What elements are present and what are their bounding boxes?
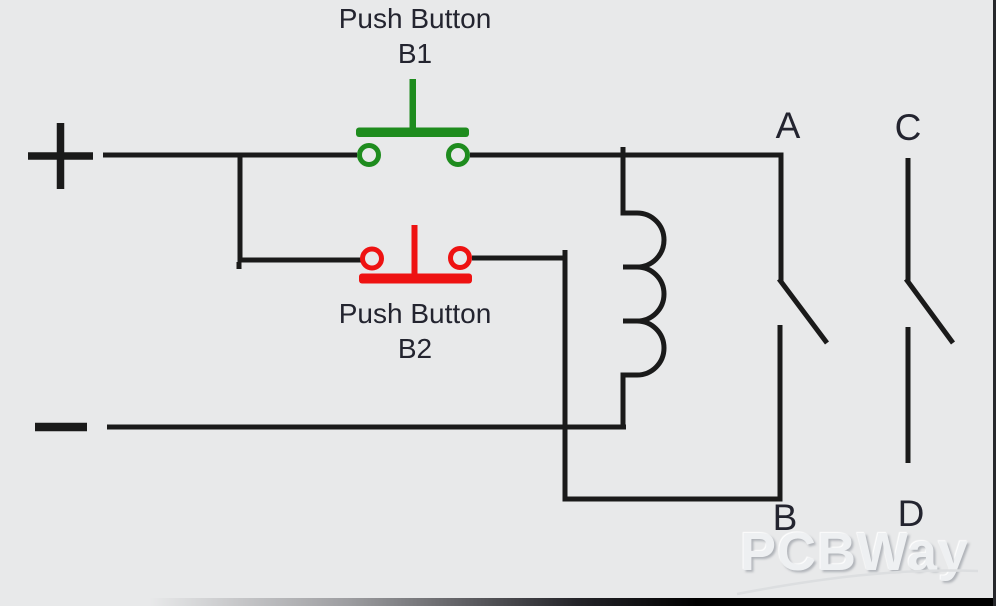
b1-label-text: Push Button [338,3,492,34]
wire-b1-to-contact-a [470,152,784,281]
wire-b2-to-contact-b [472,255,783,502]
contact-a-label: A [775,105,801,146]
wire-branch-to-b2 [237,155,361,263]
push-button-b1-symbol [356,79,470,167]
positive-terminal-icon [28,123,93,189]
push-button-b2-label: Push Button B2 [315,296,515,366]
wiring [28,123,956,502]
b2-contact-left [360,246,384,271]
b1-actuator-bar [356,127,469,137]
push-button-b2-symbol [359,225,472,284]
contact-cd-blade [903,277,956,345]
contact-ab-blade [777,277,829,345]
push-button-b1-label: Push Button B1 [315,1,515,71]
contact-b-label: B [772,497,798,538]
b2-label-text: Push Button [338,298,492,329]
b2-plunger-stem [411,225,418,274]
b2-designator: B2 [397,333,433,364]
contact-d-label: D [897,493,925,534]
contact-c-label: C [894,107,922,148]
junction-ticks [236,147,626,269]
relay-coil-symbol [620,152,667,427]
b2-actuator-bar [359,273,472,284]
bottom-edge-bar [0,598,996,606]
b1-contact-right [446,143,470,167]
right-edge-bar [993,0,996,606]
b1-designator: B1 [397,38,433,69]
b1-plunger-stem [409,79,416,128]
b2-contact-right [448,246,472,270]
b1-contact-left [357,143,381,167]
